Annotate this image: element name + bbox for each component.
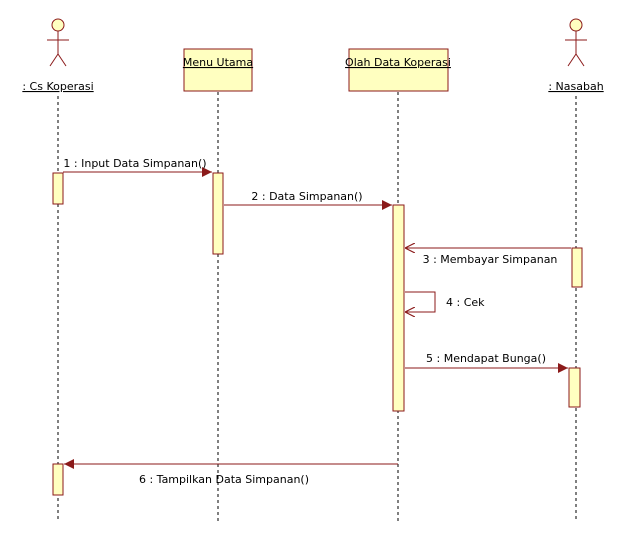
object-box-menu-utama xyxy=(183,48,253,92)
activation-cs-koperasi-1 xyxy=(52,172,64,205)
message-1-label: 1 : Input Data Simpanan() xyxy=(63,157,206,170)
object-menu-utama-label: Menu Utama xyxy=(183,56,253,69)
message-4-label: 4 : Cek xyxy=(446,296,485,309)
activation-menu-utama xyxy=(212,172,224,255)
activation-olah-data-koperasi xyxy=(392,204,405,412)
activation-nasabah-2 xyxy=(568,367,581,408)
message-5-label: 5 : Mendapat Bunga() xyxy=(426,352,546,365)
object-box-olah-data-koperasi xyxy=(348,48,449,92)
actor-cs-koperasi-icon xyxy=(47,18,69,67)
activation-nasabah-1 xyxy=(571,247,583,288)
actor-cs-koperasi-label: : Cs Koperasi xyxy=(22,80,93,93)
message-3-label: 3 : Membayar Simpanan xyxy=(423,253,558,266)
actor-nasabah-icon xyxy=(565,18,587,67)
message-4-arrow xyxy=(405,291,436,312)
message-6-label: 6 : Tampilkan Data Simpanan() xyxy=(139,473,309,486)
message-2-label: 2 : Data Simpanan() xyxy=(251,190,362,203)
actor-nasabah-label: : Nasabah xyxy=(548,80,603,93)
activation-cs-koperasi-2 xyxy=(52,463,64,496)
object-olah-data-koperasi-label: Olah Data Koperasi xyxy=(345,56,451,69)
